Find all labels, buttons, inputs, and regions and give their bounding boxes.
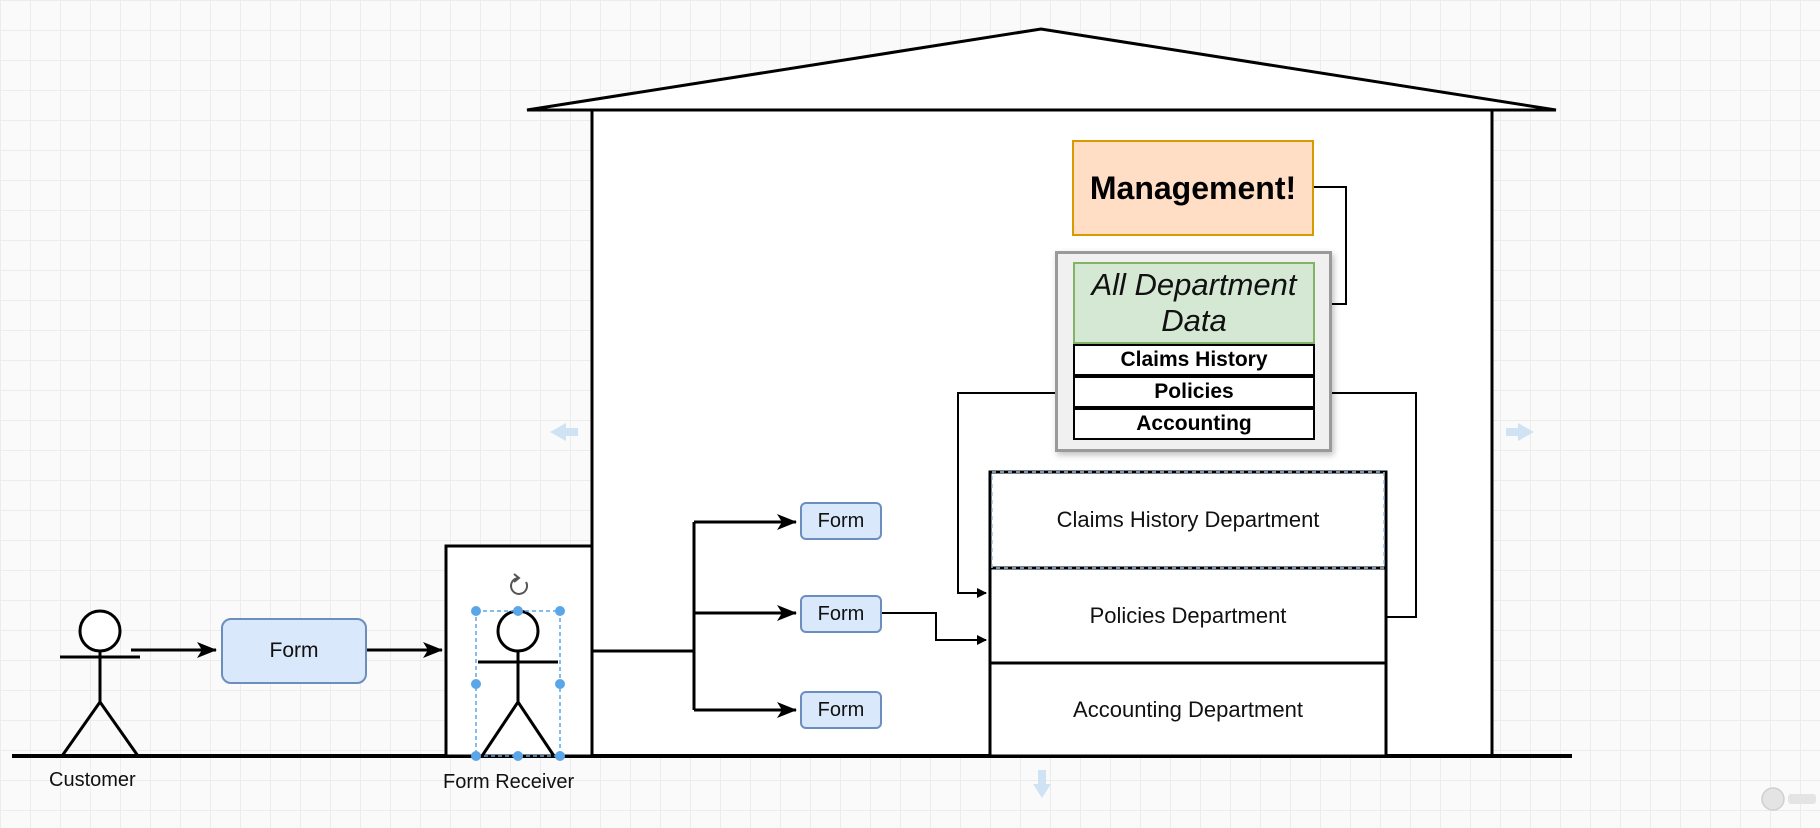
customer-form[interactable]: Form [221,618,367,684]
policies-department[interactable]: Policies Department [1089,602,1287,628]
customer-actor[interactable] [60,609,140,757]
watermark-logo [1761,787,1816,811]
split-form-1[interactable]: Form [800,502,882,540]
row-selection-guides [991,471,1385,569]
arrow-left-hint-icon[interactable] [550,423,578,441]
rotate-handle-icon[interactable] [510,573,529,595]
house-roof[interactable] [526,27,1557,112]
data-row-policies[interactable]: Policies [1073,376,1315,408]
arrow-down-hint-icon[interactable] [1033,770,1051,798]
data-row-claims-history[interactable]: Claims History [1073,344,1315,376]
selection-outline[interactable] [471,606,565,761]
management-box[interactable]: Management! [1072,140,1314,236]
thin-connectors [882,186,1417,645]
claims-history-department[interactable]: Claims History Department [1056,507,1320,532]
form-receiver-label: Form Receiver [443,771,575,793]
connectors [131,514,797,718]
customer-label: Customer [49,769,136,791]
split-form-2[interactable]: Form [800,595,882,633]
split-form-3[interactable]: Form [800,691,882,729]
accounting-department[interactable]: Accounting Department [1073,696,1303,722]
data-store-title[interactable]: All Department Data [1073,262,1315,344]
arrow-right-hint-icon[interactable] [1506,423,1534,441]
form-receiver-actor[interactable] [478,609,558,757]
data-row-accounting[interactable]: Accounting [1073,408,1315,440]
